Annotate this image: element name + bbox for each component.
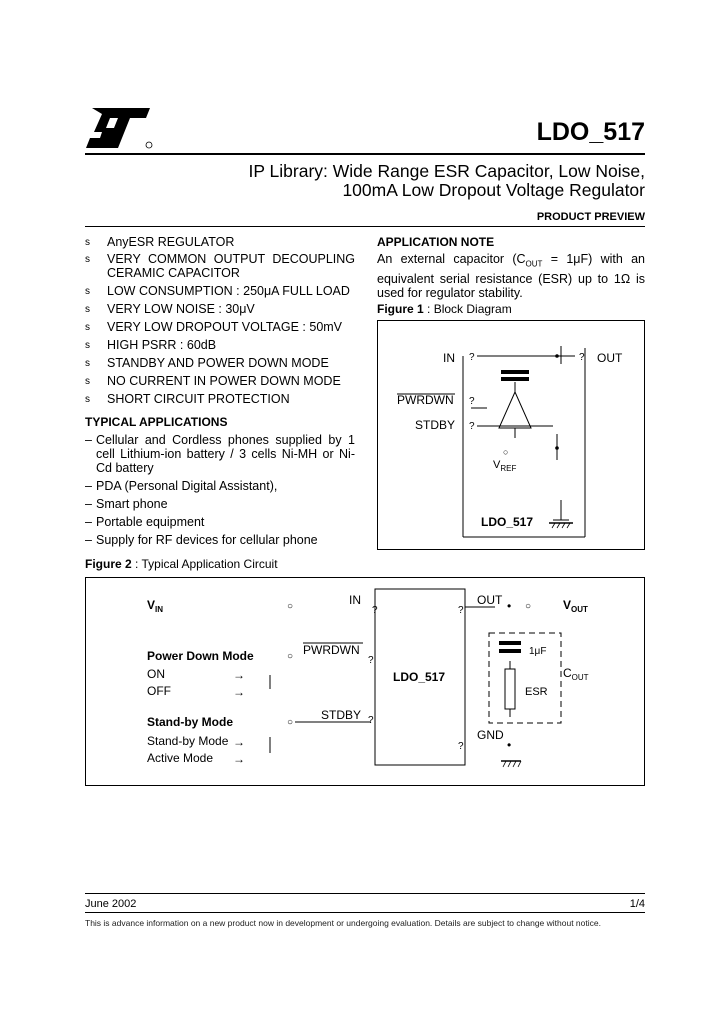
page-number: 1/4 xyxy=(629,898,645,910)
pin-label-in: IN xyxy=(443,351,455,365)
pin-marker: ? xyxy=(469,396,475,407)
arrow-icon: → xyxy=(233,668,245,682)
application-circuit: VIN ○ IN ? ? OUT • ○ VOUT Power Down Mod… xyxy=(147,588,589,768)
figure1-frame xyxy=(377,320,645,550)
product-preview-label: PRODUCT PREVIEW xyxy=(536,211,645,223)
application-item: –PDA (Personal Digital Assistant), xyxy=(85,479,278,493)
esr-label: ESR xyxy=(525,686,548,698)
node-dot: • xyxy=(507,599,511,613)
arrow-icon: → xyxy=(233,735,245,749)
figure2-frame xyxy=(85,577,645,786)
pin-label-out: OUT xyxy=(477,593,503,607)
off-label: OFF xyxy=(147,684,171,698)
vout-label: VOUT xyxy=(563,598,588,614)
cout-label: COUT xyxy=(563,666,589,682)
application-note-text: An external capacitor (COUT = 1μF) with … xyxy=(377,252,645,300)
arrow-icon: → xyxy=(233,685,245,699)
registered-mark xyxy=(145,141,153,149)
pin-marker: ? xyxy=(372,605,378,616)
terminal-marker: ○ xyxy=(525,601,531,612)
active-mode-label: Active Mode xyxy=(147,751,213,765)
footer-rule xyxy=(85,893,645,894)
application-item: –Portable equipment xyxy=(85,515,205,529)
typical-applications-heading: TYPICAL APPLICATIONS xyxy=(85,415,228,429)
title-rule xyxy=(85,153,645,155)
internal-capacitor-plate xyxy=(501,370,529,374)
pin-marker: ? xyxy=(469,421,475,432)
vref-marker: ○ xyxy=(503,447,508,457)
pin-marker: ? xyxy=(458,741,464,752)
node-dot xyxy=(555,354,559,358)
document-subtitle: IP Library: Wide Range ESR Capacitor, Lo… xyxy=(248,161,645,200)
terminal-marker: ○ xyxy=(287,651,293,662)
document-title: LDO_517 xyxy=(536,118,645,146)
pin-label-stdby: STDBY xyxy=(415,418,455,432)
pin-marker: ? xyxy=(368,715,374,726)
block-diagram: IN ? ? OUT PWRDWN ? STDBY ? ○ VREF LDO_5… xyxy=(397,346,623,538)
internal-capacitor-plate xyxy=(501,377,529,381)
terminal-marker: ○ xyxy=(287,717,293,728)
pin-marker: ? xyxy=(368,655,374,666)
pin-marker: ? xyxy=(458,605,464,616)
application-note-heading: APPLICATION NOTE xyxy=(377,235,495,249)
application-item: –Supply for RF devices for cellular phon… xyxy=(85,533,318,547)
pin-label-out: OUT xyxy=(597,351,623,365)
pin-marker: ? xyxy=(469,352,475,363)
pin-label-pwrdwn: PWRDWN xyxy=(303,643,360,657)
standby-mode-heading: Stand-by Mode xyxy=(147,715,233,729)
vref-label: VREF xyxy=(493,459,516,473)
advance-info-note: This is advance information on a new pro… xyxy=(85,918,601,928)
application-item: –Cellular and Cordless phones supplied b… xyxy=(85,433,355,475)
footer-rule-bottom xyxy=(85,912,645,913)
document-date: June 2002 xyxy=(85,898,137,910)
figure1-caption: Figure 1 : Block Diagram xyxy=(377,302,512,316)
pin-label-gnd: GND xyxy=(477,728,504,742)
block-name: LDO_517 xyxy=(393,670,445,684)
node-dot: • xyxy=(507,738,511,752)
figure2-caption: Figure 2 : Typical Application Circuit xyxy=(85,557,278,571)
arrow-icon: → xyxy=(233,752,245,766)
vin-label: VIN xyxy=(147,598,163,614)
power-down-mode-heading: Power Down Mode xyxy=(147,649,254,663)
st-logo xyxy=(86,108,153,149)
block-name: LDO_517 xyxy=(481,515,533,529)
preview-rule xyxy=(85,226,645,227)
pin-label-stdby: STDBY xyxy=(321,708,361,722)
output-capacitor-plate xyxy=(499,649,521,653)
pin-label-in: IN xyxy=(349,593,361,607)
output-capacitor-plate xyxy=(499,641,521,645)
cap-value: 1μF xyxy=(529,646,546,657)
pin-label-pwrdwn: PWRDWN xyxy=(397,393,454,407)
pin-marker: ? xyxy=(579,352,585,363)
standby-option-label: Stand-by Mode xyxy=(147,734,229,748)
node-dot xyxy=(555,446,559,450)
application-item: –Smart phone xyxy=(85,497,168,511)
terminal-marker: ○ xyxy=(287,601,293,612)
on-label: ON xyxy=(147,667,165,681)
st-logo-mark xyxy=(86,108,150,148)
